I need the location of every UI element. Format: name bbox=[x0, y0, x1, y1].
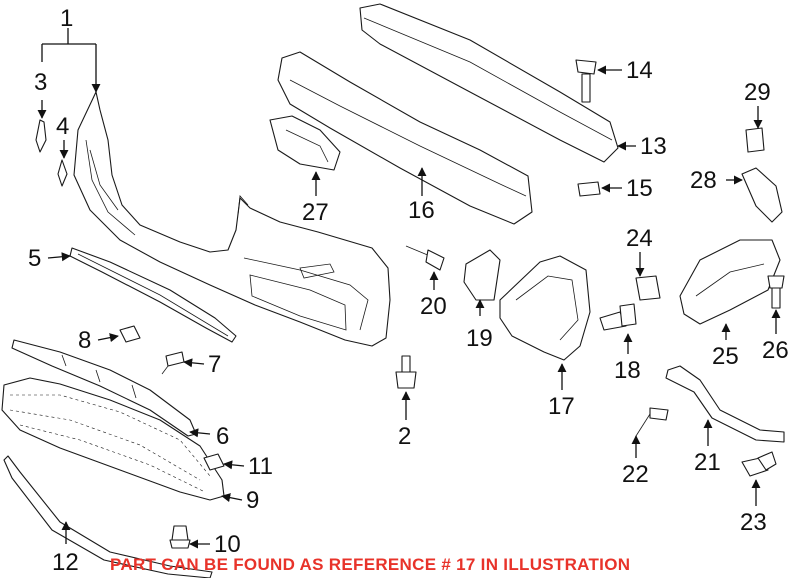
mount-bracket bbox=[463, 249, 501, 301]
side-bracket bbox=[269, 115, 341, 171]
guide-clip bbox=[741, 167, 783, 223]
callout-4: 4 bbox=[56, 113, 69, 140]
callout-11: 11 bbox=[248, 453, 273, 480]
emblem-cover bbox=[35, 119, 47, 153]
callout-18: 18 bbox=[614, 357, 641, 384]
impact-bar bbox=[359, 3, 619, 163]
reference-note: PART CAN BE FOUND AS REFERENCE # 17 IN I… bbox=[110, 555, 630, 574]
push-pin bbox=[405, 245, 445, 271]
callout-23: 23 bbox=[740, 509, 767, 536]
energy-absorber bbox=[277, 51, 533, 225]
bolt-side bbox=[767, 275, 785, 309]
retainer-clip bbox=[745, 127, 765, 153]
callout-12: 12 bbox=[52, 549, 79, 576]
lower-molding bbox=[69, 247, 237, 343]
callout-labels: 1 3 4 5 8 7 6 11 9 10 12 2 14 13 15 16 2… bbox=[28, 5, 789, 576]
callout-2: 2 bbox=[398, 423, 411, 450]
carrier-bracket bbox=[499, 255, 591, 361]
clip-nut bbox=[119, 325, 141, 343]
callout-3: 3 bbox=[34, 69, 47, 96]
callout-8: 8 bbox=[78, 327, 91, 354]
screw-lower bbox=[169, 525, 191, 549]
callout-22: 22 bbox=[622, 461, 649, 488]
nut bbox=[577, 181, 601, 197]
lower-bracket-strip bbox=[665, 365, 785, 443]
callout-16: 16 bbox=[408, 197, 435, 224]
callout-24: 24 bbox=[626, 225, 653, 252]
callout-9: 9 bbox=[246, 487, 259, 514]
callout-7: 7 bbox=[208, 351, 221, 378]
bumper-cover bbox=[73, 91, 391, 347]
callout-19: 19 bbox=[466, 325, 493, 352]
callout-10: 10 bbox=[214, 531, 241, 558]
callout-17: 17 bbox=[548, 393, 575, 420]
callout-13: 13 bbox=[640, 133, 667, 160]
clip-upper bbox=[635, 275, 661, 301]
callout-1: 1 bbox=[60, 5, 73, 32]
callout-6: 6 bbox=[216, 423, 229, 450]
trim-strip bbox=[3, 455, 213, 578]
callout-29: 29 bbox=[744, 79, 771, 106]
callout-15: 15 bbox=[626, 175, 653, 202]
screw-mid bbox=[599, 303, 637, 331]
screw bbox=[161, 351, 185, 375]
leader-lines bbox=[37, 28, 781, 549]
bolt-lower bbox=[741, 451, 777, 477]
push-pin-lower bbox=[635, 407, 669, 437]
undertray bbox=[1, 377, 225, 501]
callout-27: 27 bbox=[302, 199, 329, 226]
callout-28: 28 bbox=[690, 167, 717, 194]
bolt bbox=[395, 355, 417, 389]
bolt-upper bbox=[575, 59, 597, 103]
callout-26: 26 bbox=[762, 337, 789, 364]
callout-20: 20 bbox=[420, 293, 447, 320]
callout-5: 5 bbox=[28, 245, 41, 272]
callout-21: 21 bbox=[694, 449, 721, 476]
callout-14: 14 bbox=[626, 57, 653, 84]
side-guide-bracket bbox=[679, 239, 781, 325]
emblem-cover-small bbox=[57, 159, 68, 187]
callout-25: 25 bbox=[712, 343, 739, 370]
